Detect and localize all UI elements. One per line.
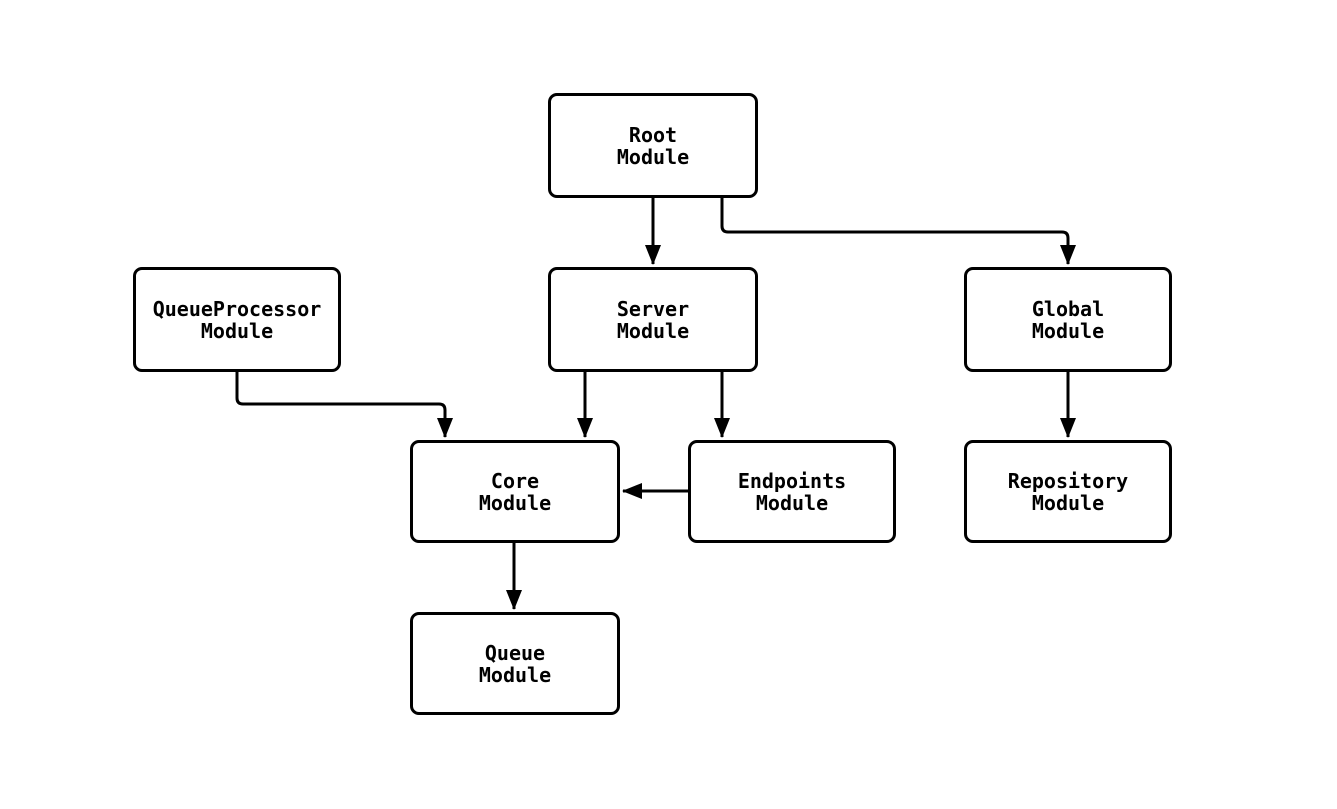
- node-server-module-label-line2: Module: [616, 318, 690, 343]
- edge-queueprocessor-to-core: [235, 372, 453, 438]
- node-core-module: Core Module: [410, 440, 620, 543]
- node-queue-module: Queue Module: [410, 612, 620, 715]
- node-server-module-label-line1: Server: [616, 296, 690, 321]
- node-endpoints-module: Endpoints Module: [688, 440, 896, 543]
- node-endpoints-module-label-line1: Endpoints: [737, 468, 847, 493]
- node-repository-module: Repository Module: [964, 440, 1172, 543]
- node-queue-module-label-line1: Queue: [484, 640, 546, 665]
- edge-root-to-global: [720, 198, 1076, 265]
- node-queue-module-label-line2: Module: [478, 662, 552, 687]
- node-queueprocessor-module-label-line2: Module: [200, 318, 274, 343]
- node-root-module: Root Module: [548, 93, 758, 198]
- node-repository-module-label-line2: Module: [1031, 490, 1105, 515]
- node-global-module-label-line2: Module: [1031, 318, 1105, 343]
- node-queueprocessor-module: QueueProcessor Module: [133, 267, 341, 372]
- node-queueprocessor-module-label-line1: QueueProcessor: [152, 296, 322, 321]
- node-core-module-label-line1: Core: [490, 468, 540, 493]
- node-global-module-label-line1: Global: [1031, 296, 1105, 321]
- node-endpoints-module-label-line2: Module: [755, 490, 829, 515]
- node-root-module-label-line2: Module: [616, 144, 690, 169]
- node-root-module-label-line1: Root: [628, 122, 678, 147]
- node-core-module-label-line2: Module: [478, 490, 552, 515]
- node-global-module: Global Module: [964, 267, 1172, 372]
- node-repository-module-label-line1: Repository: [1007, 468, 1129, 493]
- node-server-module: Server Module: [548, 267, 758, 372]
